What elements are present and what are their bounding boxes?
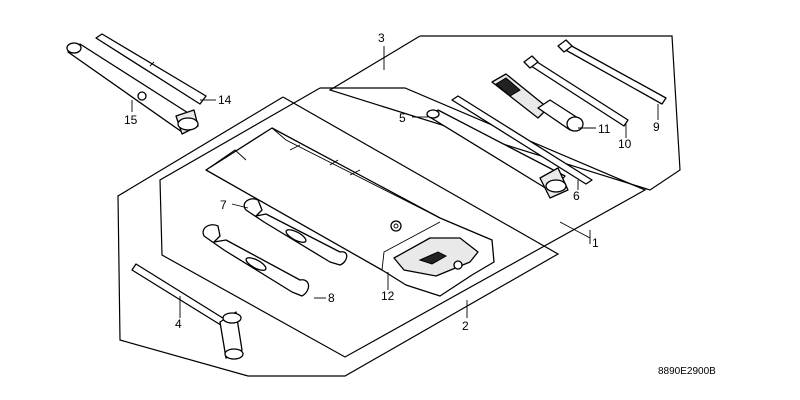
bar-14 [95,33,207,105]
wrench-7 [243,198,348,266]
callout-2: 2 [462,319,469,333]
callout-11: 11 [598,122,611,136]
callout-15: 15 [124,113,138,127]
callout-10: 10 [618,137,632,151]
callout-1: 1 [592,236,599,250]
handle-rod-6 [451,95,593,185]
callout-12: 12 [381,289,395,303]
group-outline-3 [328,35,681,191]
group-outline-1 [159,87,647,358]
callout-14: 14 [218,93,232,107]
screwdriver-9 [557,39,667,105]
callout-4: 4 [175,317,182,331]
callout-6: 6 [573,189,580,203]
tool-bag [205,127,495,297]
callout-8: 8 [328,291,335,305]
screwdriver-handle-11 [491,73,584,132]
screwdriver-10 [523,55,629,127]
group-outline-2 [117,96,560,377]
callout-7: 7 [220,198,227,212]
callout-3: 3 [378,31,385,45]
box-wrench-4 [131,263,244,360]
drawing-code: 8890E2900B [658,366,716,377]
callout-9: 9 [653,120,660,134]
leader-lines [131,46,659,318]
callout-labels: 1 2 3 4 5 6 7 8 9 10 11 12 14 15 [124,31,660,333]
socket-wrench-15 [66,42,199,135]
callout-5: 5 [399,111,406,125]
plug-wrench-5 [426,109,569,199]
wrench-8 [202,224,310,297]
